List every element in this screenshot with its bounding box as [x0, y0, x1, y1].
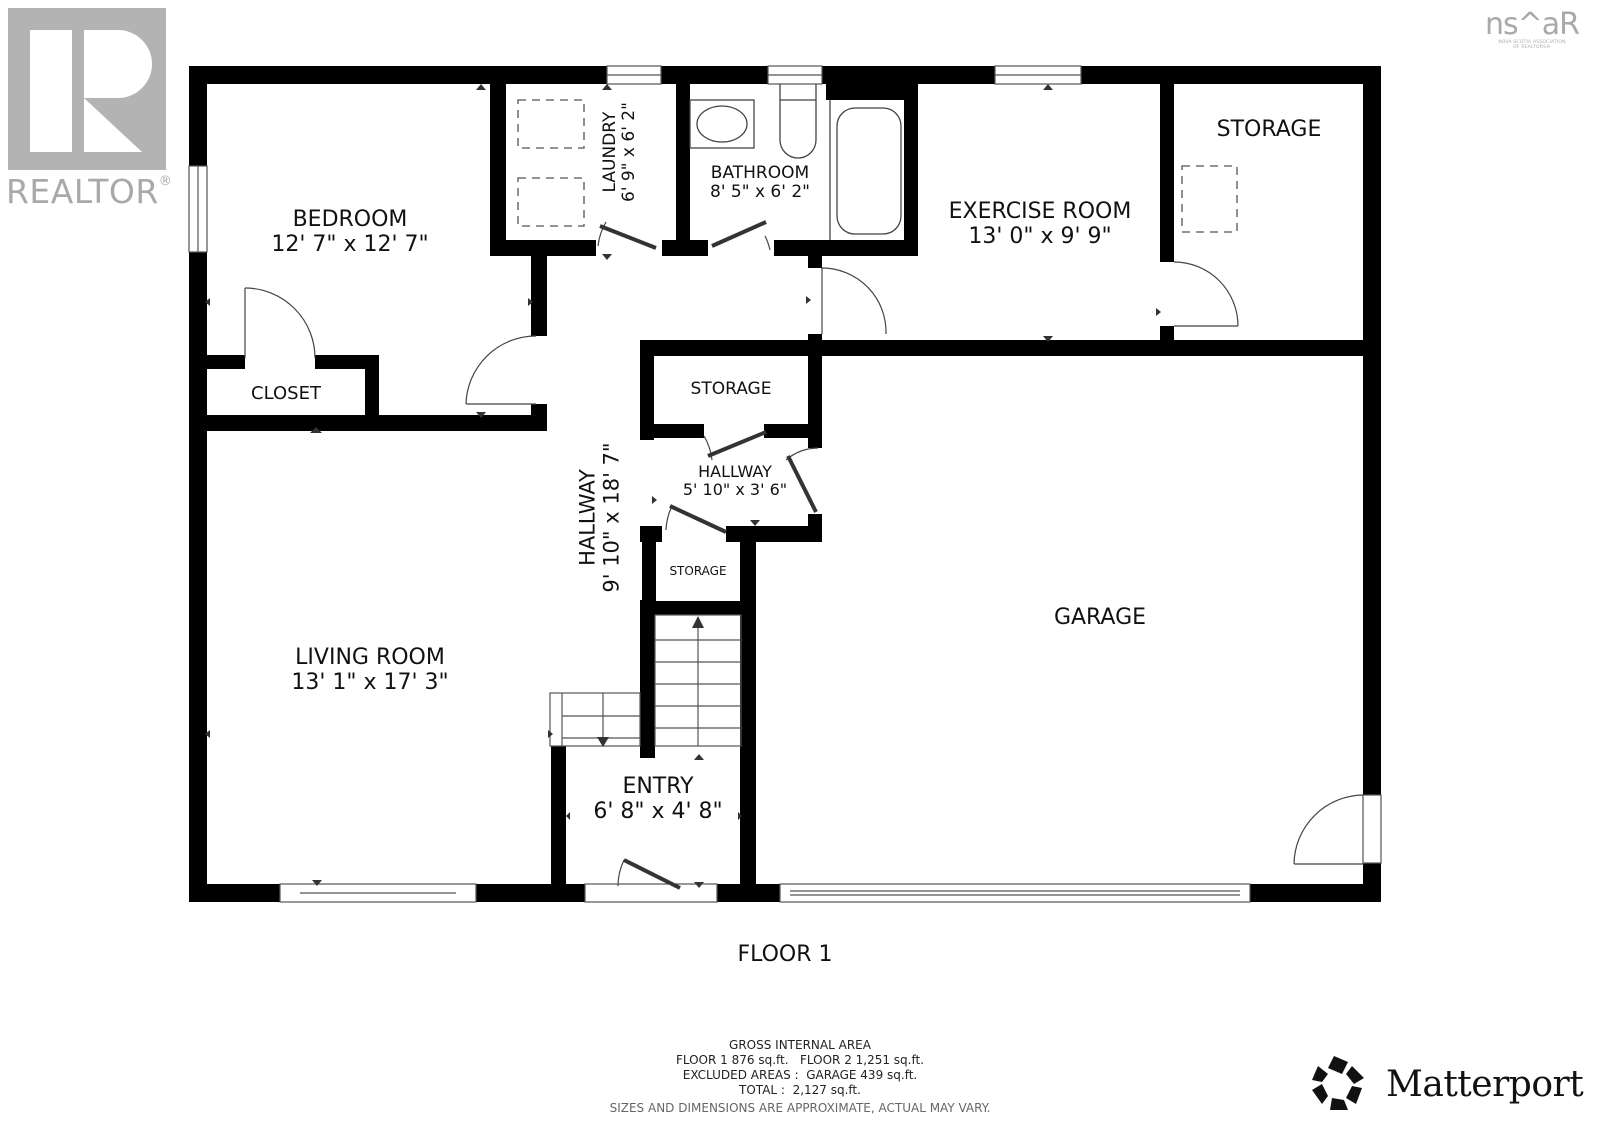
summary-excluded: EXCLUDED AREAS : GARAGE 439 sq.ft. [682, 1068, 918, 1082]
room-dimensions: 8' 5" x 6' 2" [710, 182, 810, 203]
room-label-storage-mid: STORAGE [654, 379, 808, 399]
room-label-living-room: LIVING ROOM 13' 1" x 17' 3" [250, 645, 490, 695]
matterport-wordmark: Matterport [1386, 1064, 1584, 1105]
room-name: BEDROOM [292, 207, 408, 232]
room-label-laundry: LAUNDRY 6' 9" x 6' 2" [599, 87, 639, 217]
room-label-storage-ne: STORAGE [1175, 117, 1363, 143]
room-label-bathroom: BATHROOM 8' 5" x 6' 2" [690, 163, 830, 203]
summary-floors: FLOOR 1 876 sq.ft. FLOOR 2 1,251 sq.ft. [675, 1053, 925, 1067]
room-label-storage-small: STORAGE [656, 564, 740, 578]
nsar-wordmark: ns^aR [1484, 7, 1580, 42]
room-dimensions: 13' 1" x 17' 3" [291, 669, 449, 695]
room-dimensions: 6' 9" x 6' 2" [619, 102, 639, 202]
summary-total: TOTAL : 2,127 sq.ft. [739, 1083, 861, 1097]
summary-disclaimer: SIZES AND DIMENSIONS ARE APPROXIMATE, AC… [609, 1101, 991, 1115]
room-label-bedroom: BEDROOM 12' 7" x 12' 7" [250, 207, 450, 257]
room-name: BATHROOM [710, 163, 810, 183]
room-dimensions: 6' 8" x 4' 8" [593, 798, 723, 824]
room-label-hallway-small: HALLWAY 5' 10" x 3' 6" [660, 463, 810, 499]
room-name: STORAGE [690, 379, 772, 399]
door-leaves [599, 220, 818, 890]
room-name: LIVING ROOM [295, 645, 445, 670]
matterport-mark-icon [1312, 1056, 1364, 1110]
stairs [549, 614, 742, 747]
fixtures [517, 84, 1238, 240]
room-name: LAUNDRY [599, 111, 620, 193]
room-label-entry: ENTRY 6' 8" x 4' 8" [570, 774, 746, 824]
room-dimensions: 9' 10" x 18' 7" [599, 442, 623, 593]
room-name: STORAGE [1216, 117, 1322, 142]
room-label-garage: GARAGE [990, 605, 1210, 631]
room-name: HALLWAY [698, 462, 772, 481]
nsar-subtext-2: OF REALTORS® [1513, 45, 1551, 51]
room-dimensions: 13' 0" x 9' 9" [968, 223, 1112, 249]
floor-label: FLOOR 1 [737, 942, 833, 967]
room-label-closet: CLOSET [210, 383, 362, 404]
room-name: ENTRY [622, 774, 694, 799]
dimension-markers [205, 84, 1161, 888]
realtor-r-mark-icon [8, 8, 166, 170]
area-summary: GROSS INTERNAL AREA FLOOR 1 876 sq.ft. F… [560, 1038, 1040, 1116]
room-name: EXERCISE ROOM [948, 199, 1132, 224]
room-name: CLOSET [251, 383, 321, 404]
room-name: GARAGE [1053, 605, 1147, 630]
windows [188, 65, 1382, 903]
realtor-wordmark: REALTOR® [6, 172, 173, 211]
room-name: HALLWAY [575, 469, 600, 566]
nsar-logo: ns^aR NOVA SCOTIA ASSOCIATION OF REALTOR… [1482, 10, 1582, 51]
door-swings [244, 221, 1365, 887]
room-dimensions: 12' 7" x 12' 7" [271, 231, 429, 257]
room-label-exercise-room: EXERCISE ROOM 13' 0" x 9' 9" [920, 199, 1160, 249]
room-label-hallway-main: HALLWAY 9' 10" x 18' 7" [575, 418, 623, 618]
room-name: STORAGE [669, 564, 727, 578]
nsar-subtext: NOVA SCOTIA ASSOCIATION [1498, 40, 1566, 45]
summary-title: GROSS INTERNAL AREA [729, 1038, 871, 1052]
matterport-logo: Matterport [1308, 1054, 1598, 1124]
room-dimensions: 5' 10" x 3' 6" [682, 479, 788, 499]
